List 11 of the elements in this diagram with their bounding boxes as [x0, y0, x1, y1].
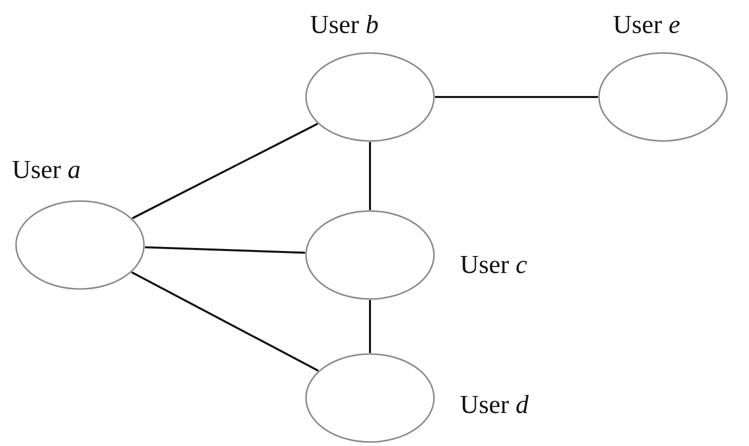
- node-label: User a: [12, 155, 81, 185]
- node-label: User c: [460, 250, 528, 280]
- node-label: User d: [460, 390, 529, 420]
- connector-line: [131, 271, 319, 372]
- connector-line: [435, 96, 598, 98]
- node-label: User b: [310, 10, 379, 40]
- node-label: User e: [613, 10, 680, 40]
- connector-line: [369, 142, 371, 210]
- connector-line: [369, 300, 371, 353]
- connector-line: [132, 122, 318, 220]
- connector-line: [144, 246, 306, 254]
